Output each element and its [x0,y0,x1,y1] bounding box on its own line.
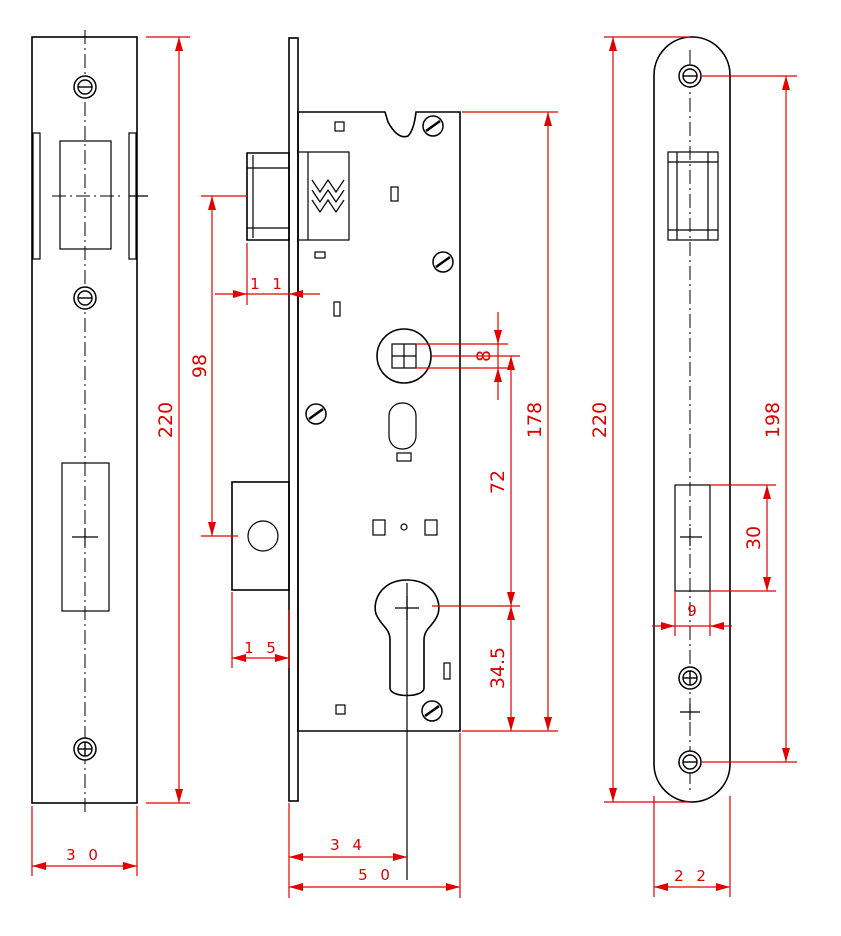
dim-strike-screw-spacing: 198 [702,75,797,763]
deadbolt [231,481,290,591]
dim-label: 34.5 [487,647,509,689]
dim-strike-width: 2 2 [653,796,731,897]
screw-icon [431,250,455,274]
dim-label: 9 [687,602,701,620]
dim-deadbolt-projection: 1 5 [231,592,290,668]
dim-label: 3 4 [330,836,366,854]
dim-label: 198 [762,402,784,438]
dim-label: 3 0 [66,846,102,864]
dim-cylinder-to-bottom: 34.5 [462,606,520,732]
screw-icon [73,286,97,310]
screw-icon [420,699,444,723]
screw-icon [678,64,702,88]
dim-label: 220 [589,402,611,438]
strike-deadbolt-opening [674,484,711,592]
dim-label: 30 [743,526,765,550]
dim-handle-to-latch: 98 [189,195,248,537]
latch-recess [667,151,719,241]
strike-plate-outline [653,36,731,803]
handle-follower [376,328,432,384]
strike-plate-view [653,36,731,803]
dim-label: 1 1 [250,275,286,293]
dim-front-plate-length: 220 [146,36,190,804]
dim-body-height: 178 [462,111,558,732]
screw-icon [421,114,445,138]
dim-label: 220 [155,402,177,438]
dim-body-width: 5 0 [289,733,461,898]
faceplate-side [288,37,299,802]
dim-latch-projection: 1 1 [215,243,320,305]
lock-body-view [231,37,461,880]
latch-bolt [246,151,350,259]
screw-icon [304,402,328,426]
oval-slot [388,402,417,450]
lock-case [297,111,461,732]
dim-label: 98 [189,354,211,378]
screw-icon [73,737,97,761]
dim-handle-to-cylinder: 72 [432,355,520,607]
deadbolt-opening [61,462,110,612]
dim-label: 178 [524,402,546,438]
screw-icon [73,75,97,99]
front-plate-view [31,30,148,812]
dim-front-plate-width: 3 0 [31,806,138,876]
screw-icon [678,666,702,690]
dim-strike-length: 220 [589,36,690,803]
dim-strike-opening: 30 [710,484,776,592]
latch-opening [59,140,112,250]
dim-label: 1 5 [244,639,280,657]
dim-label: 5 0 [358,866,394,884]
front-plate-left-tab [32,132,41,260]
dim-label: 2 2 [674,867,710,885]
screw-icon [678,750,702,774]
dim-backset: 3 4 [288,803,407,898]
dim-strike-offset: 9 [652,591,732,636]
dim-label: 72 [487,470,509,494]
